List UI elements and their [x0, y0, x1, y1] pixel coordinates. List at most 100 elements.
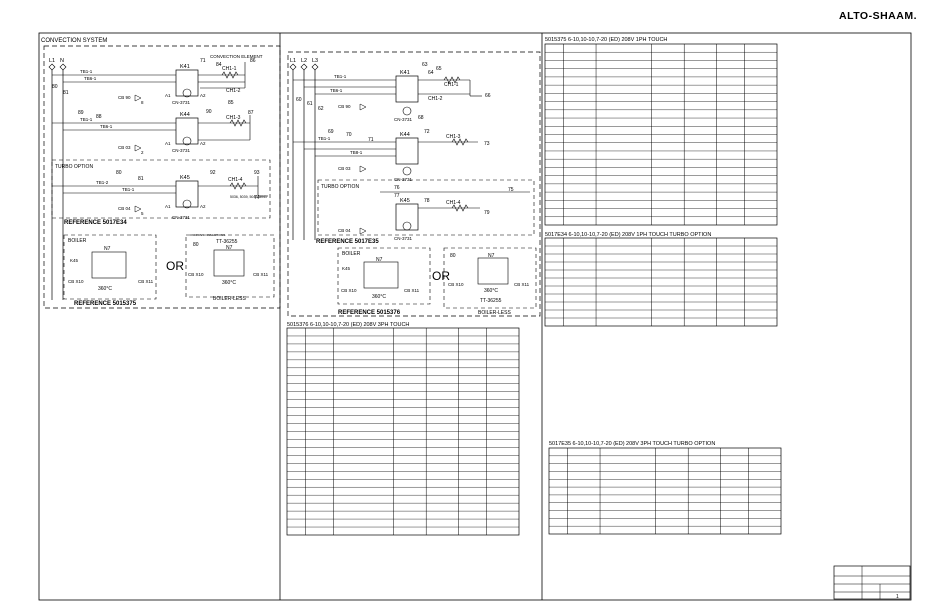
wiring-table-5017e34 [544, 237, 778, 327]
svg-text:CH1-4: CH1-4 [228, 177, 243, 183]
svg-text:L2: L2 [301, 58, 307, 64]
reference-5017e35: REFERENCE 5017E35 [316, 239, 379, 245]
svg-text:62: 62 [318, 106, 324, 112]
svg-text:BOILER-LESS: BOILER-LESS [213, 296, 246, 302]
svg-text:A1: A1 [165, 204, 171, 209]
svg-text:CH1-3: CH1-3 [446, 134, 461, 140]
svg-text:78: 78 [424, 198, 430, 204]
svg-text:CN-3731: CN-3731 [394, 177, 413, 182]
svg-text:72: 72 [424, 129, 430, 135]
svg-text:TT-36255: TT-36255 [216, 239, 238, 245]
k44-row: TB1-1 TB6-1 89 88 K44 CN-3731 CH1-3 87 C… [52, 109, 254, 155]
svg-text:K41: K41 [180, 64, 190, 70]
mid-or-separator: OR [432, 269, 450, 283]
svg-text:69: 69 [328, 129, 334, 135]
svg-text:CB X11: CB X11 [253, 272, 269, 277]
mid-k45-turbo-row: TURBO OPTION 76 77 75 K45 CN-3731 CH1-4 … [317, 179, 535, 241]
svg-text:89: 89 [78, 110, 84, 116]
svg-text:81: 81 [63, 90, 69, 96]
svg-text:CB 90: CB 90 [338, 104, 351, 109]
svg-text:TB1-1: TB1-1 [122, 187, 135, 192]
svg-text:CB 03: CB 03 [118, 145, 131, 150]
svg-text:70: 70 [346, 132, 352, 138]
mid-turbo-option-box [317, 179, 535, 236]
or-separator: OR [166, 259, 184, 273]
left-boilerless-box: TT-36255 ON 480V CONNECTIONS N7 80 CB X1… [185, 233, 275, 302]
svg-text:N7: N7 [488, 253, 495, 259]
svg-text:80: 80 [52, 84, 58, 90]
svg-text:80: 80 [193, 242, 199, 248]
svg-text:8: 8 [141, 100, 144, 105]
k44-coil-icon [182, 136, 192, 146]
svg-text:60: 60 [296, 97, 302, 103]
reference-5015376: REFERENCE 5015376 [338, 310, 401, 316]
svg-text:CH1-1: CH1-1 [444, 82, 459, 88]
svg-text:A1: A1 [165, 93, 171, 98]
element-ch1-3-icon [229, 119, 247, 127]
svg-text:65: 65 [436, 66, 442, 72]
svg-text:TB6-1: TB6-1 [100, 124, 113, 129]
k41-coil-icon [182, 88, 192, 98]
svg-text:5036, 5039, 5040, 5041: 5036, 5039, 5040, 5041 [230, 195, 267, 199]
svg-text:CB X11: CB X11 [138, 279, 154, 284]
contactor-k41 [175, 69, 199, 97]
svg-text:71: 71 [200, 58, 206, 64]
wiring-table-5017e35 [548, 447, 782, 535]
svg-text:81: 81 [138, 176, 144, 182]
mid-table-title: 5015376 6-10,10-10,7-20 (ED) 208V 3PH TO… [287, 322, 409, 328]
mid-system-box [287, 51, 541, 317]
mid-boilerless-box: 80 N7 CB X10 CB X11 360°C TT-36255 BOILE… [443, 247, 537, 316]
svg-text:71: 71 [368, 137, 374, 143]
svg-text:2: 2 [141, 150, 144, 155]
reference-5015375: REFERENCE 5015375 [74, 301, 137, 307]
svg-text:61: 61 [307, 101, 313, 107]
svg-text:90: 90 [206, 109, 212, 115]
svg-text:CH1-3: CH1-3 [226, 115, 241, 121]
svg-text:CH1-1: CH1-1 [222, 66, 237, 72]
svg-text:CN-3731: CN-3731 [394, 117, 413, 122]
svg-text:TURBO OPTION: TURBO OPTION [321, 184, 359, 190]
svg-text:CB X10: CB X10 [68, 279, 84, 284]
svg-text:88: 88 [96, 114, 102, 120]
svg-text:64: 64 [428, 70, 434, 76]
svg-text:360°C: 360°C [372, 294, 386, 300]
wiring-table-5015375 [544, 43, 778, 226]
svg-text:N7: N7 [226, 245, 233, 251]
svg-text:CB 90: CB 90 [118, 95, 131, 100]
svg-text:84: 84 [216, 62, 222, 68]
svg-text:66: 66 [485, 93, 491, 99]
k41-row: TB1-1 TB6-1 80 81 K41 CN-3731 CH1-1 CONV… [52, 54, 263, 106]
svg-text:75: 75 [508, 187, 514, 193]
svg-text:76: 76 [394, 185, 400, 191]
svg-text:360°C: 360°C [222, 280, 236, 286]
table1-title: 5015375 6-10,10-10,7-20 (ED) 208V 1PH TO… [545, 37, 667, 43]
mid-k41-coil-icon [402, 106, 412, 116]
table3-title: 5017E35 6-10,10-10,7-20 (ED) 208V 3PH TO… [549, 441, 715, 447]
svg-text:K45: K45 [70, 258, 79, 263]
k45-coil-icon [182, 199, 192, 209]
svg-text:TB8-1: TB8-1 [350, 150, 363, 155]
svg-text:CB 04: CB 04 [338, 228, 351, 233]
left-panel: CONVECTION SYSTEM L1 N TB1-1 TB6-1 80 81… [41, 38, 281, 309]
svg-text:73: 73 [484, 141, 490, 147]
svg-text:360°C: 360°C [98, 286, 112, 292]
svg-text:CONVECTION ELEMENT: CONVECTION ELEMENT [210, 54, 263, 59]
svg-text:80: 80 [116, 170, 122, 176]
svg-text:CH1-4: CH1-4 [446, 200, 461, 206]
mid-contactor-k45 [395, 203, 419, 231]
svg-text:K44: K44 [180, 112, 190, 118]
svg-text:K45: K45 [342, 266, 351, 271]
svg-text:K45: K45 [400, 198, 410, 204]
svg-text:CB 03: CB 03 [338, 166, 351, 171]
svg-text:77: 77 [394, 193, 400, 199]
reference-5017e34: REFERENCE 5017E34 [64, 220, 127, 226]
svg-text:L3: L3 [312, 58, 318, 64]
l2-terminal-icon [300, 63, 308, 71]
svg-text:CN-3731: CN-3731 [172, 100, 191, 105]
mid-element-ch1-3-icon [451, 138, 469, 146]
right-panel: 5015375 6-10,10-10,7-20 (ED) 208V 1PH TO… [544, 37, 782, 535]
l1-terminal-icon [289, 63, 297, 71]
svg-text:79: 79 [484, 210, 490, 216]
svg-text:A2: A2 [200, 141, 206, 146]
